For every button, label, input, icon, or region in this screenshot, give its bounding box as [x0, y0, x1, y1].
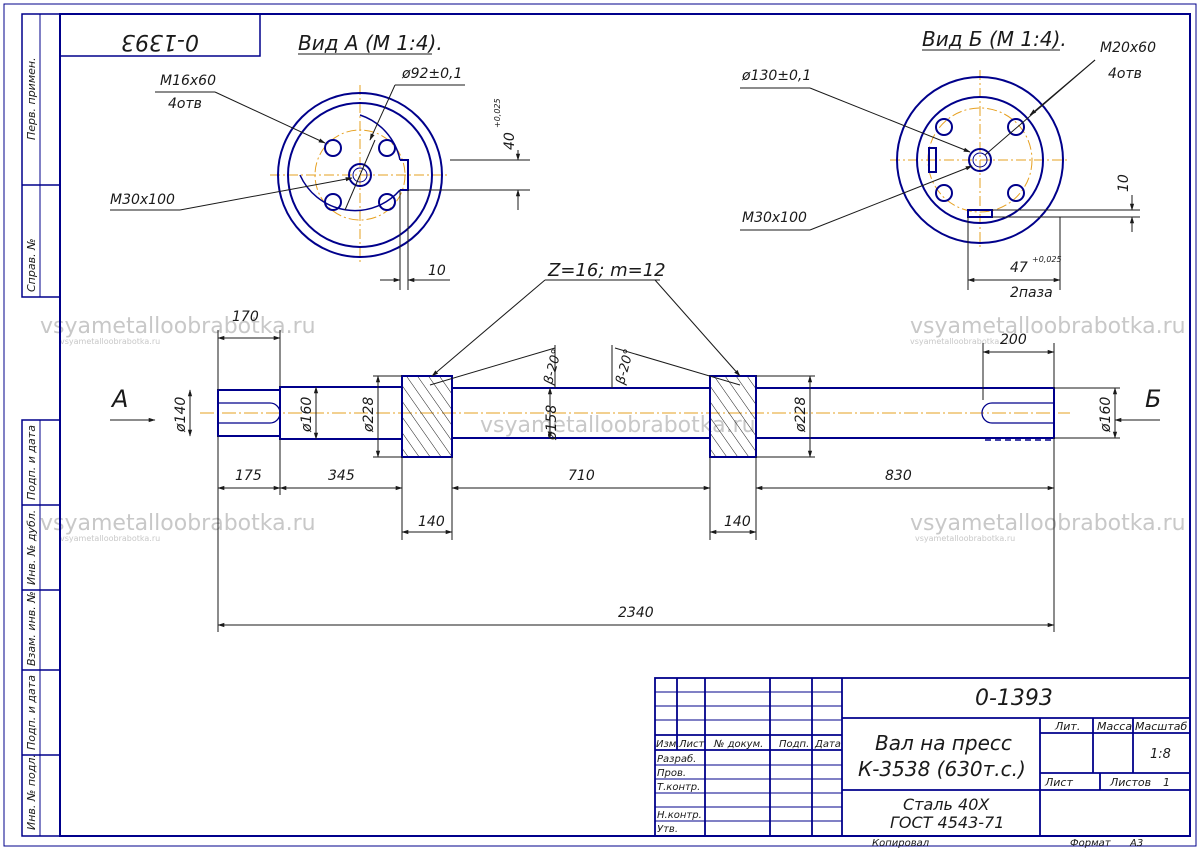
end-a-label: А [110, 385, 128, 413]
svg-text:Подп.: Подп. [779, 739, 809, 750]
view-b-title: Вид Б (М 1:4). [922, 27, 1067, 51]
svg-text:vsyametalloobrabotka.ru: vsyametalloobrabotka.ru [915, 534, 1015, 543]
diam-gear-right: ø228 [793, 397, 809, 433]
side-label-1: Перв. примен. [25, 57, 38, 140]
svg-text:А3: А3 [1129, 838, 1143, 849]
shaft-step-b [755, 387, 1055, 439]
gear-width-left: 140 [418, 514, 445, 530]
svg-text:Изм.: Изм. [656, 739, 680, 750]
svg-text:Лист: Лист [1044, 776, 1073, 789]
gear-right [709, 375, 757, 458]
side-label-5: Взам. инв. № [25, 591, 38, 666]
tb-name-line1: Вал на пресс [875, 731, 1012, 755]
diam-step-a: ø160 [299, 397, 315, 433]
svg-text:№ докум.: № докум. [713, 739, 763, 750]
view-a-hole-callout: М16х60 [160, 73, 216, 89]
svg-text:Лист: Лист [678, 739, 706, 750]
svg-text:vsyametalloobrabotka.ru: vsyametalloobrabotka.ru [40, 511, 316, 536]
view-a-hole-count: 4отв [168, 96, 202, 112]
tb-material-line2: ГОСТ 4543-71 [890, 813, 1004, 832]
side-stamp-labels: Перв. примен. Справ. № Подп. и дата Инв.… [25, 57, 38, 830]
title-block: 0-1393 Вал на пресс К-3538 (630т.с.) Ста… [654, 677, 1191, 849]
svg-text:Разраб.: Разраб. [657, 753, 696, 765]
svg-text:Лит.: Лит. [1054, 720, 1080, 733]
view-b-diameter: ø130±0,1 [741, 68, 811, 84]
view-b-hole-callout: М20х60 [1100, 40, 1156, 56]
view-b-keyway-count: 2паза [1010, 285, 1053, 301]
view-a-keyway-tol: +0,025 [493, 98, 502, 128]
seg-175: 175 [235, 468, 262, 484]
watermarks: vsyametalloobrabotka.ruvsyametalloobrabo… [40, 314, 1186, 543]
tb-scale: 1:8 [1150, 747, 1171, 762]
svg-text:vsyametalloobrabotka.ru: vsyametalloobrabotka.ru [910, 511, 1186, 536]
view-a-keyway-width: 10 [428, 263, 446, 279]
view-b-keyway-depth: 47 [1010, 260, 1028, 276]
diam-gear-left: ø228 [361, 397, 377, 433]
len-top-b: 200 [1000, 332, 1027, 348]
len-top-a: 170 [232, 309, 259, 325]
side-label-3: Подп. и дата [25, 425, 38, 500]
view-a-center-thread: М30х100 [110, 192, 175, 208]
svg-text:Масса: Масса [1097, 720, 1132, 733]
view-b-keyway-tol: +0,025 [1032, 255, 1062, 264]
svg-text:Н.контр.: Н.контр. [657, 810, 702, 821]
diam-end-a: ø140 [173, 397, 189, 433]
view-b: Вид Б (М 1:4). [740, 27, 1156, 301]
helix-left: β-20° [541, 347, 565, 387]
view-b-keyway-width: 10 [1116, 174, 1132, 192]
corner-code: 0-1393 [121, 29, 199, 54]
svg-text:vsyametalloobrabotka.ru: vsyametalloobrabotka.ru [60, 534, 160, 543]
svg-text:vsyametalloobrabotka.ru: vsyametalloobrabotka.ru [40, 314, 316, 339]
side-label-7: Инв. № подл. [25, 754, 38, 830]
svg-text:Утв.: Утв. [657, 824, 678, 835]
svg-text:Дата: Дата [814, 739, 841, 750]
view-a-diameter: ø92±0,1 [401, 66, 462, 82]
svg-text:Копировал: Копировал [872, 838, 930, 849]
watermark-2: vsyametalloobrabotka.ruvsyametalloobrabo… [910, 314, 1186, 346]
end-b-label: Б [1145, 385, 1161, 413]
view-a-keyway-depth: 40 [502, 132, 518, 150]
view-a: Вид А (М 1:4). [110, 31, 530, 290]
svg-text:vsyametalloobrabotka.ru: vsyametalloobrabotka.ru [910, 314, 1186, 339]
watermark-5: vsyametalloobrabotka.ruvsyametalloobrabo… [910, 511, 1186, 543]
gear-width-right: 140 [724, 514, 751, 530]
seg-830: 830 [885, 468, 912, 484]
svg-text:Листов: Листов [1109, 776, 1151, 789]
side-label-4: Инв. № дубл. [25, 510, 38, 585]
seg-710: 710 [568, 468, 595, 484]
svg-text:Масштаб: Масштаб [1135, 720, 1187, 733]
view-b-hole-count: 4отв [1108, 66, 1142, 82]
tb-doc-code: 0-1393 [975, 686, 1053, 711]
watermark-1: vsyametalloobrabotka.ruvsyametalloobrabo… [40, 314, 316, 346]
view-a-title: Вид А (М 1:4). [298, 31, 443, 55]
svg-text:Т.контр.: Т.контр. [657, 782, 700, 793]
svg-text:1: 1 [1163, 776, 1170, 789]
svg-text:vsyametalloobrabotka.ru: vsyametalloobrabotka.ru [910, 337, 1010, 346]
seg-345: 345 [328, 468, 355, 484]
shaft-main-view: А Б ø140 ø160 ø228 ø158 ø228 ø160 [110, 260, 1161, 632]
tb-material-line1: Сталь 40Х [903, 795, 990, 814]
side-label-2: Справ. № [25, 238, 38, 292]
view-b-center-thread: М30х100 [742, 210, 807, 226]
side-label-6: Подп. и дата [25, 675, 38, 750]
gear-note: Z=16; m=12 [547, 260, 666, 281]
watermark-4: vsyametalloobrabotka.ruvsyametalloobrabo… [40, 511, 316, 543]
diam-end-b: ø160 [1098, 397, 1114, 433]
helix-right: β-20° [613, 347, 637, 387]
view-a-outer-circle [277, 92, 443, 258]
gear-left [401, 375, 453, 458]
svg-text:Формат: Формат [1070, 838, 1112, 849]
svg-text:vsyametalloobrabotka.ru: vsyametalloobrabotka.ru [60, 337, 160, 346]
overall-length: 2340 [618, 605, 654, 621]
tb-name-line2: К-3538 (630т.с.) [858, 757, 1026, 781]
view-b-outer-circle [896, 76, 1064, 244]
diam-middle: ø158 [544, 405, 560, 441]
drawing-frame [3, 3, 1197, 847]
svg-text:Пров.: Пров. [657, 768, 686, 779]
